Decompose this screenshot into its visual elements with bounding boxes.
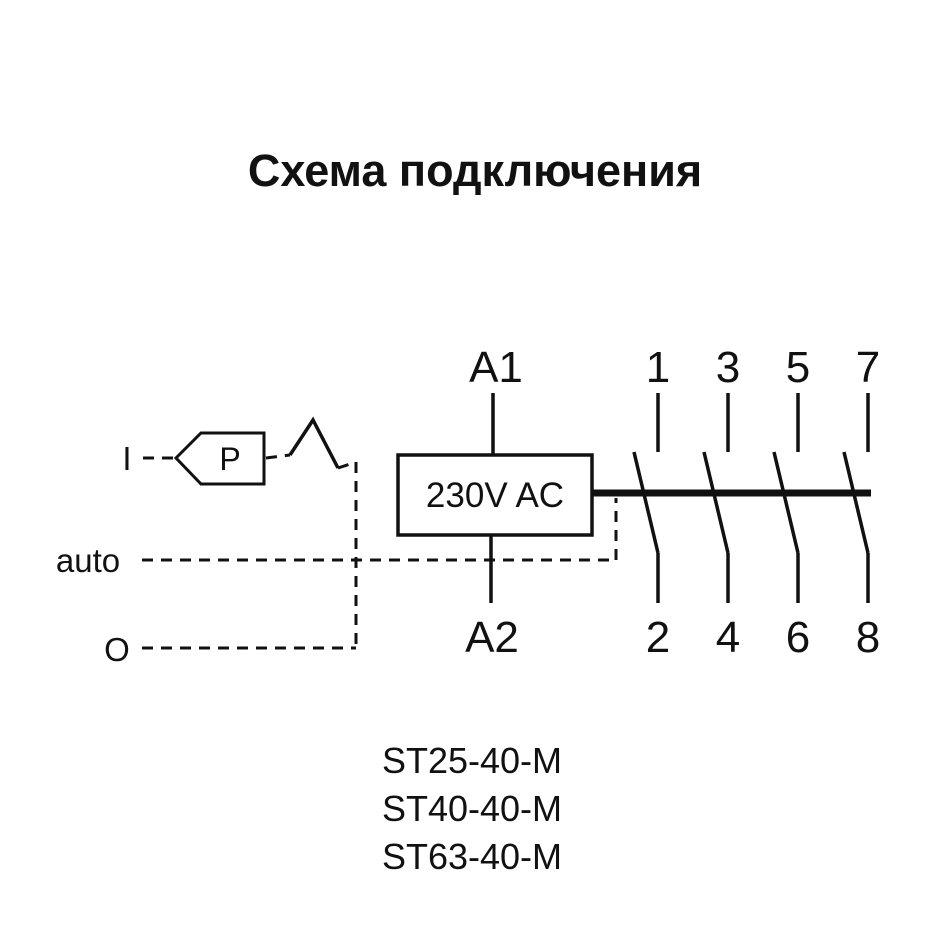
contact-label-5: 5 <box>786 343 810 392</box>
contact-blade-3-4 <box>702 451 730 554</box>
terminal-a2-label: A2 <box>465 613 519 662</box>
model-label-1: ST25-40-M <box>382 740 562 781</box>
terminal-a1-label: A1 <box>469 343 523 392</box>
coil-voltage-label: 230V AC <box>426 476 564 515</box>
off-label: O <box>104 631 130 668</box>
model-label-2: ST40-40-M <box>382 788 562 829</box>
contact-blade-5-6 <box>772 451 800 554</box>
on-label: I <box>122 440 131 477</box>
contact-label-8: 8 <box>856 613 880 662</box>
auto-label: auto <box>56 542 120 579</box>
pulse-button-symbol <box>173 431 266 486</box>
diagram-title: Схема подключения <box>248 145 702 196</box>
contact-label-2: 2 <box>646 613 670 662</box>
contact-label-6: 6 <box>786 613 810 662</box>
model-label-3: ST63-40-M <box>382 836 562 877</box>
pulse-button-label: P <box>219 441 240 477</box>
spring-chevron-symbol <box>288 416 340 469</box>
contact-label-4: 4 <box>716 613 740 662</box>
contact-label-3: 3 <box>716 343 740 392</box>
chevron-dashed-link <box>337 460 357 470</box>
contact-label-7: 7 <box>856 343 880 392</box>
button-dashed-link <box>265 453 291 460</box>
contact-label-1: 1 <box>646 343 670 392</box>
contact-blade-1-2 <box>632 451 660 554</box>
contact-blade-7-8 <box>842 451 870 554</box>
